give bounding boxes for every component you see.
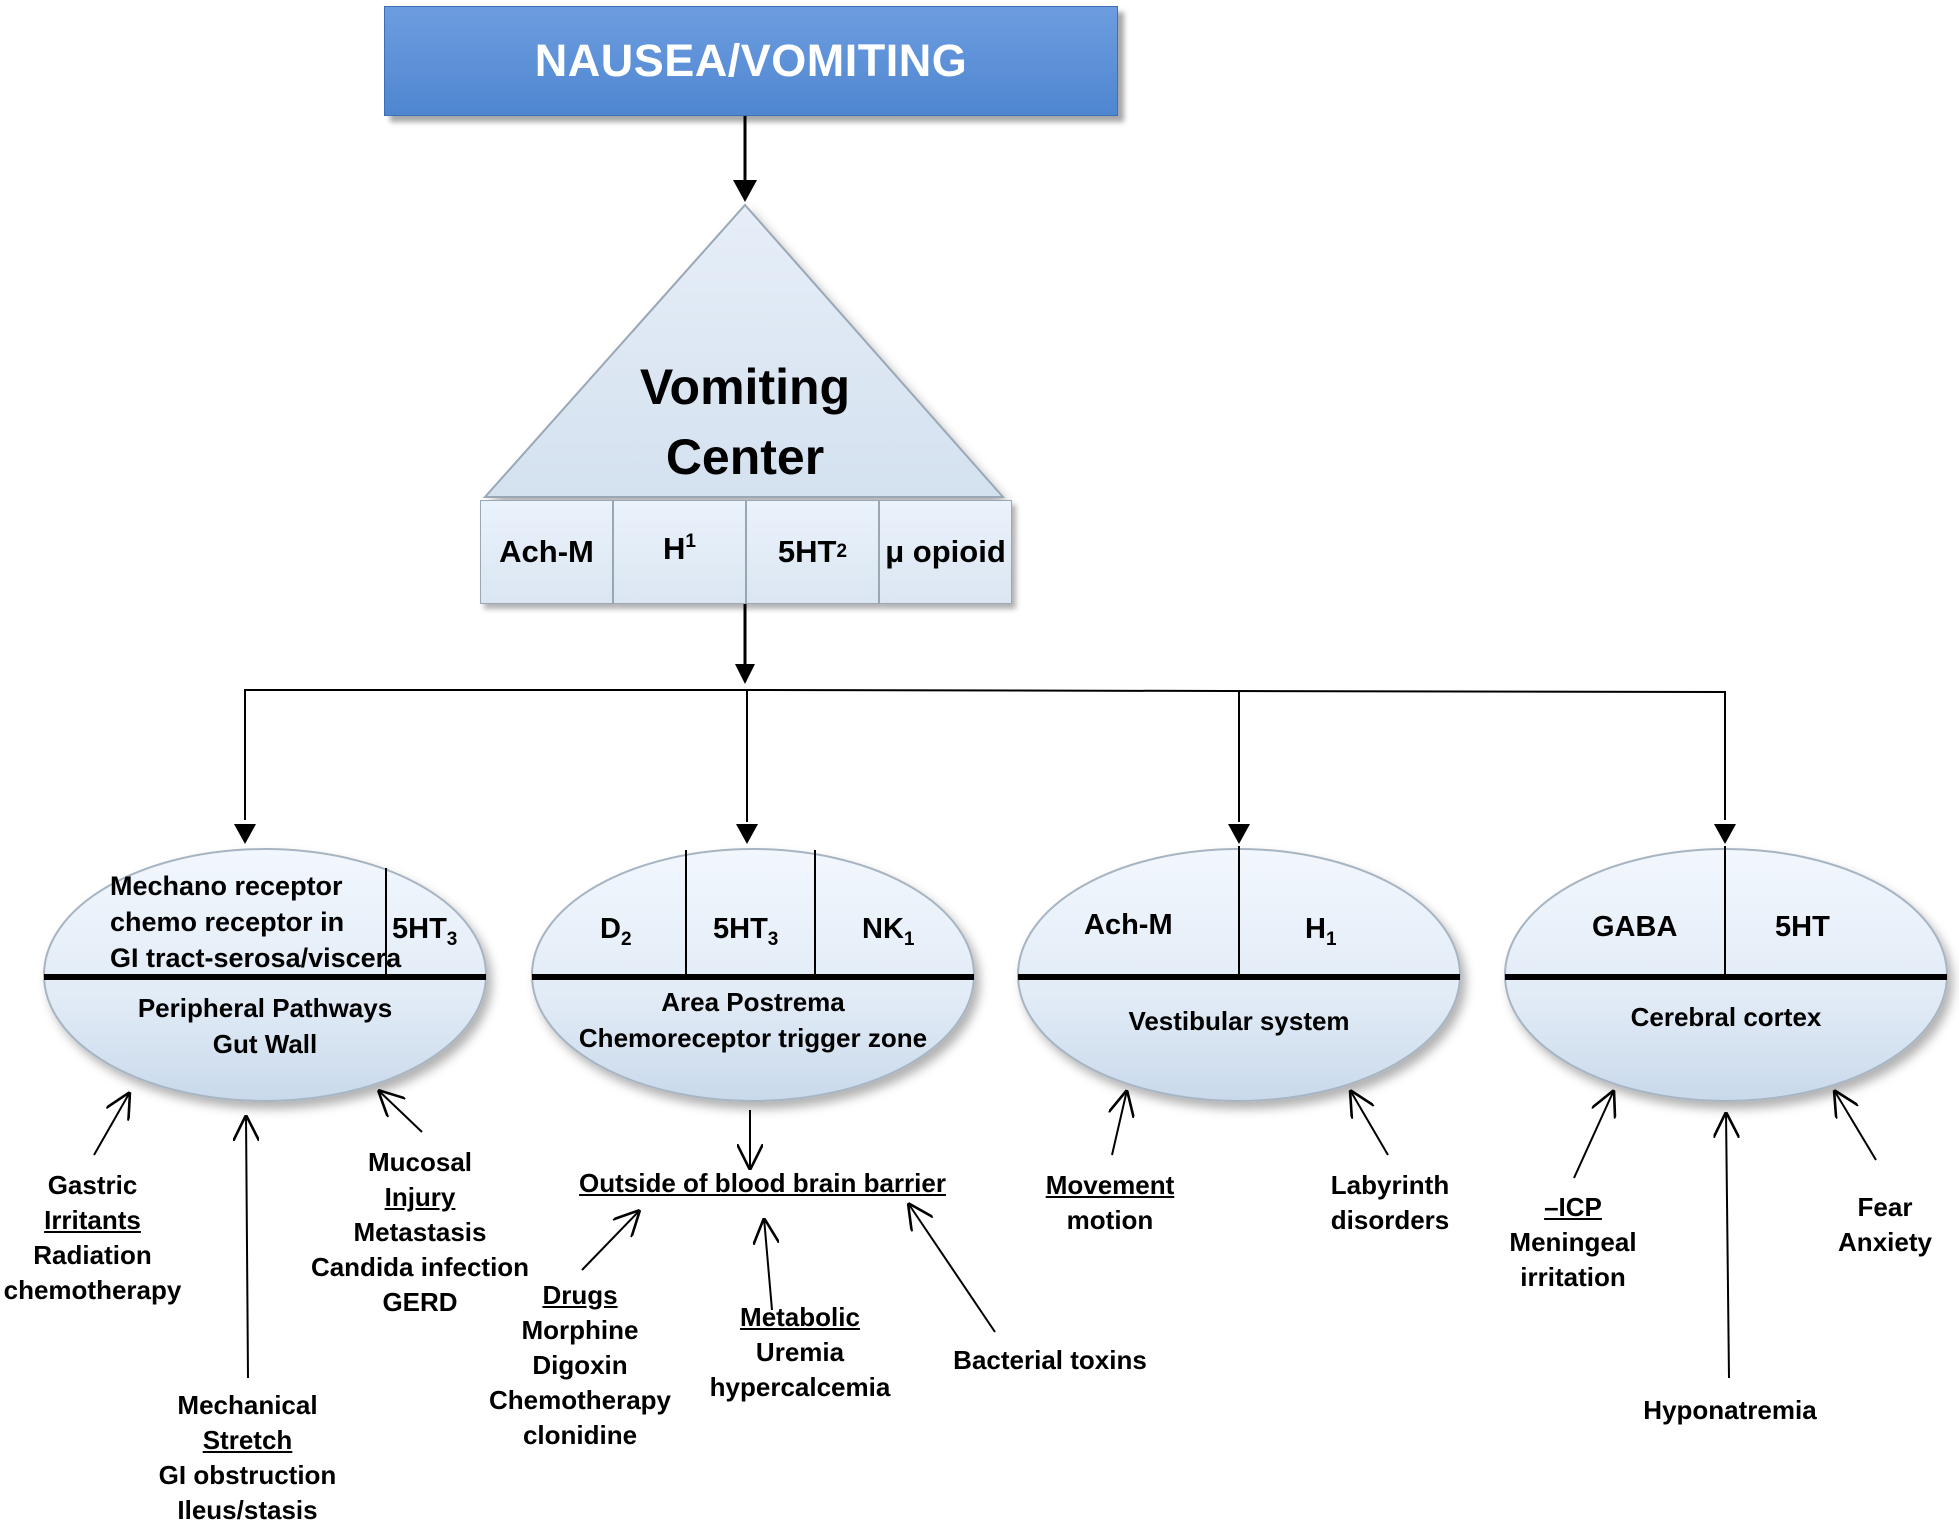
vomiting-center-label: Vomiting Center <box>545 352 945 492</box>
cause-hyponatremia: Hyponatremia <box>1643 1395 1817 1425</box>
center-receptor-achm: Ach-M <box>480 500 613 604</box>
ap-receptor-5ht3: 5HT3 <box>713 913 779 950</box>
cause-mucosal: Mucosal Injury Metastasis Candida infect… <box>310 1147 530 1317</box>
arrow-head-cortex <box>1714 824 1736 844</box>
cause-fear: Fear Anxiety <box>1838 1192 1932 1257</box>
cause-movement: Movement motion <box>1045 1170 1175 1235</box>
page-title: NAUSEA/VOMITING <box>534 35 968 86</box>
cortex-receptor-gaba: GABA <box>1592 911 1678 943</box>
arrow-head-center <box>733 180 757 202</box>
arrow-fear <box>1834 1090 1877 1161</box>
arrow-drugs <box>581 1210 640 1271</box>
arrow-hyponatremia <box>1726 1112 1729 1379</box>
title-box: NAUSEA/VOMITING <box>384 6 1118 116</box>
arrow-bacterial <box>908 1203 996 1333</box>
arrow-head-area-postrema <box>736 824 758 844</box>
cause-drugs: Drugs Morphine Digoxin Chemotherapy clon… <box>488 1280 672 1450</box>
cause-icp: –ICP Meningeal irritation <box>1509 1192 1637 1292</box>
cause-mechanical: Mechanical Stretch GI obstruction Ileus/… <box>158 1390 337 1525</box>
cause-metabolic: Metabolic Uremia hypercalcemia <box>709 1302 891 1402</box>
vestibular-receptor-h1: H1 <box>1305 913 1337 950</box>
cause-labyrinth: Labyrinth disorders <box>1330 1170 1450 1235</box>
arrow-head-vestibular <box>1228 824 1250 844</box>
cause-gastric: Gastric Irritants Radiation chemotherapy <box>3 1170 182 1305</box>
cause-bacterial: Bacterial toxins <box>953 1345 1147 1375</box>
arrow-mechanical <box>246 1115 248 1379</box>
vestibular-receptor-achm: Ach-M <box>1084 909 1173 941</box>
vomiting-center-line1: Vomiting <box>639 359 851 415</box>
cortex-name: Cerebral cortex <box>1630 1002 1822 1032</box>
peripheral-receptor-text: Mechano receptor chemo receptor in GI tr… <box>110 871 402 973</box>
arrow-labyrinth <box>1350 1090 1389 1156</box>
branch-bus <box>244 689 1726 820</box>
arrow-gastric <box>93 1092 130 1156</box>
cause-outside-bbb: Outside of blood brain barrier <box>579 1168 946 1198</box>
peripheral-name: Peripheral Pathways Gut Wall <box>137 993 393 1059</box>
arrow-movement <box>1112 1090 1127 1156</box>
arrow-metabolic <box>764 1218 772 1311</box>
vomiting-center-line2: Center <box>665 429 825 485</box>
center-receptor-mu-opioid: μ opioid <box>879 500 1012 604</box>
vomiting-center-triangle <box>482 203 1006 498</box>
arrow-icp <box>1573 1090 1614 1179</box>
cortex-receptor-5ht: 5HT <box>1775 911 1830 943</box>
ap-receptor-nk1: NK1 <box>862 913 915 950</box>
arrow-mucosal <box>378 1090 423 1133</box>
arrow-head-branch <box>735 664 755 684</box>
peripheral-receptor-5ht3: 5HT3 <box>392 913 458 950</box>
ap-name: Area Postrema Chemoreceptor trigger zone <box>578 987 928 1053</box>
arrow-head-peripheral <box>234 824 256 844</box>
vestibular-name: Vestibular system <box>1128 1006 1350 1036</box>
ap-receptor-d2: D2 <box>600 913 632 950</box>
